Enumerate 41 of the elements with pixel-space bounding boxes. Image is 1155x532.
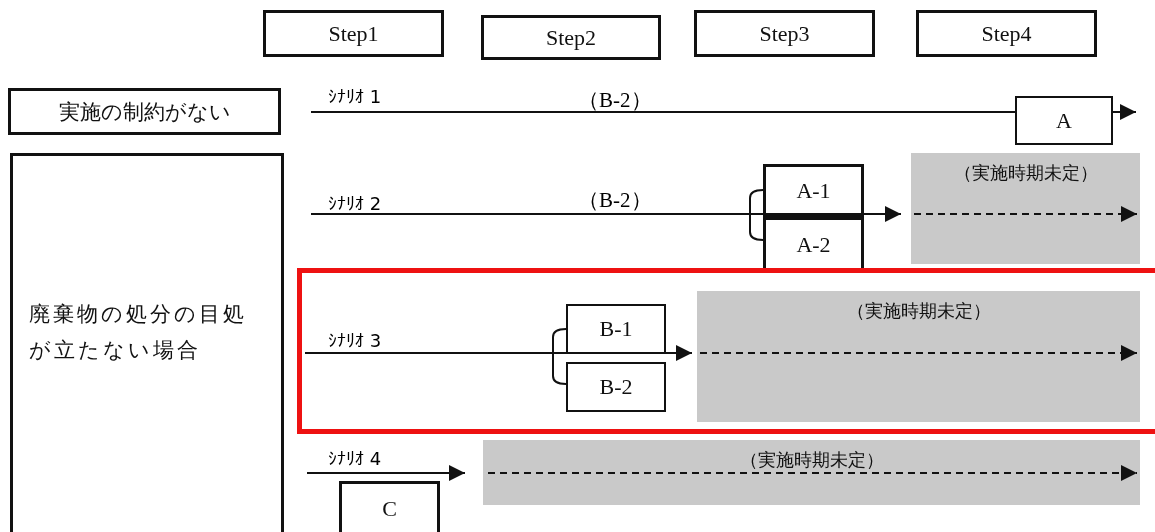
step-header-box — [694, 10, 875, 57]
timeline-line — [310, 111, 1016, 113]
timeline-arrow — [1112, 104, 1137, 120]
node-label: B-1 — [599, 316, 633, 342]
step-header-box — [481, 15, 661, 60]
step-box — [566, 362, 666, 412]
step-note: （B-2） — [578, 187, 652, 214]
period-note: （実施時期未定） — [739, 448, 884, 472]
node-label: 実施の制約がない — [58, 98, 231, 126]
node-label: A-2 — [796, 231, 831, 258]
timeline-arrow — [310, 206, 902, 222]
node-label: Step1 — [328, 20, 379, 47]
condition-box — [8, 88, 281, 135]
node-label: Step4 — [981, 20, 1032, 47]
scenario-label: ｼﾅﾘｵ 1 — [328, 86, 382, 107]
scenario-label: ｼﾅﾘｵ 3 — [328, 330, 382, 351]
highlight-frame — [297, 268, 1155, 434]
scenario-label: ｼﾅﾘｵ 4 — [328, 448, 382, 469]
step-header-box — [263, 10, 444, 57]
timeline-arrow — [306, 465, 466, 481]
period-note: （実施時期未定） — [953, 161, 1098, 185]
timeline-arrow — [304, 345, 693, 361]
shaded-period-area — [483, 440, 1140, 505]
step-note: （B-2） — [578, 87, 652, 114]
period-note: （実施時期未定） — [846, 299, 991, 323]
node-label: 廃棄物の処分の目処が立たない場合 — [29, 301, 248, 364]
node-label: B-2 — [599, 374, 633, 400]
node-label: Step3 — [759, 20, 810, 47]
step-header-box — [916, 10, 1097, 57]
node-label: C — [382, 495, 397, 522]
node-label: Step2 — [545, 24, 597, 51]
step-box — [339, 481, 440, 532]
scenario-label: ｼﾅﾘｵ 2 — [328, 193, 382, 214]
step-box — [763, 164, 864, 217]
step-box — [566, 304, 666, 354]
shaded-period-area — [911, 153, 1140, 264]
shaded-period-area — [697, 291, 1140, 422]
node-label: A — [1056, 107, 1072, 134]
step-box — [1015, 96, 1113, 145]
node-label: A-1 — [796, 177, 831, 204]
condition-box — [10, 153, 284, 532]
